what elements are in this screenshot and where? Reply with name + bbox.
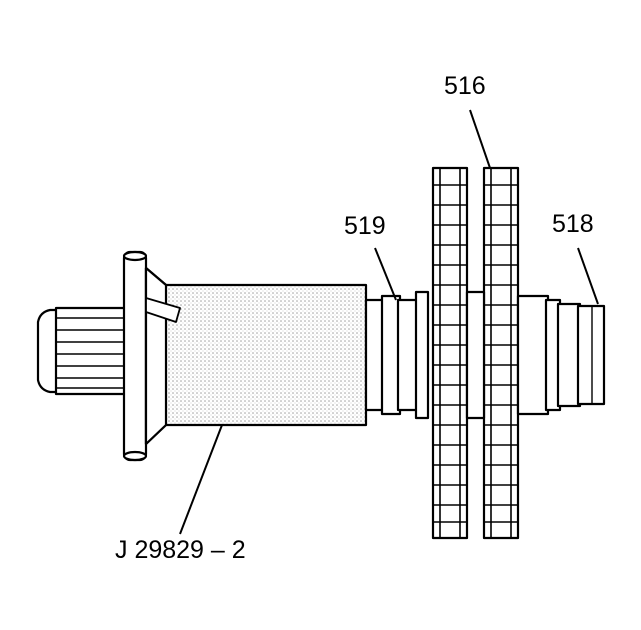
gear-right	[482, 166, 520, 540]
tool-body	[144, 266, 368, 446]
gear-hub	[465, 290, 486, 420]
leader-516	[469, 109, 491, 169]
callout-516: 516	[444, 72, 486, 100]
callout-tool: J 29829 – 2	[115, 536, 246, 564]
callout-518: 518	[552, 210, 594, 238]
leader-518	[577, 247, 599, 305]
leader-519	[374, 247, 397, 301]
callout-519: 519	[344, 212, 386, 240]
leader-tool	[179, 424, 223, 535]
tool-flange	[122, 250, 148, 462]
shaft	[364, 290, 430, 420]
gear-left	[431, 166, 469, 540]
splined-shaft-end	[36, 306, 130, 396]
right-shaft-end	[516, 294, 606, 416]
